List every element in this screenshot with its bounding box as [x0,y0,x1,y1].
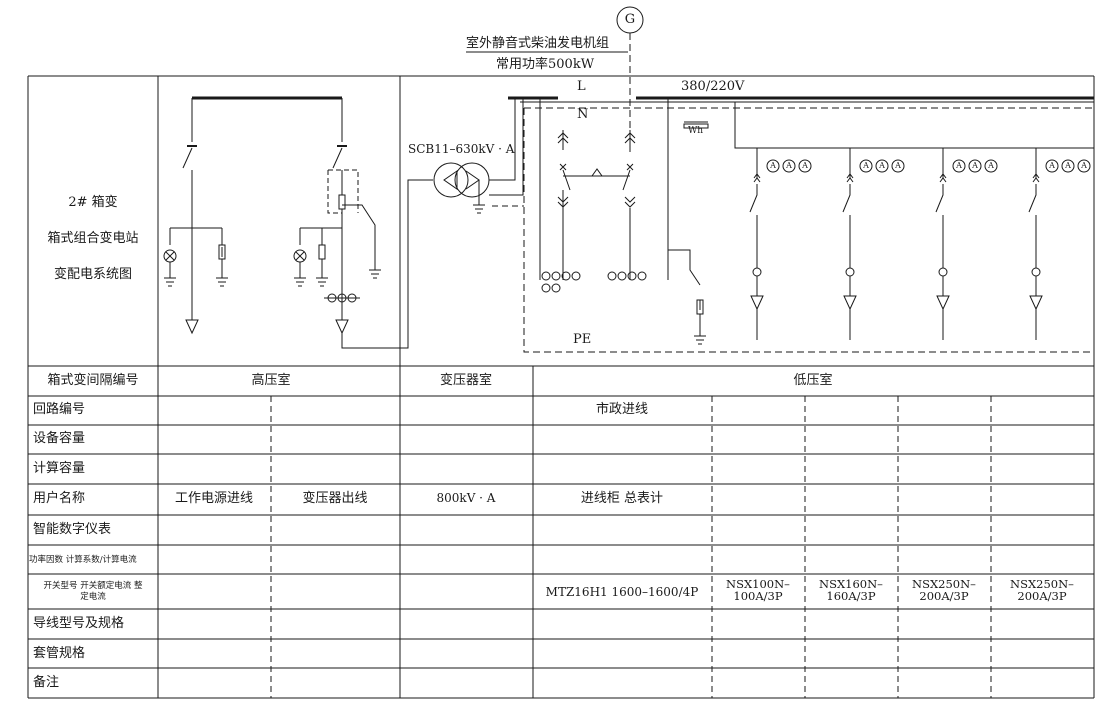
transformer [433,98,524,214]
row-label-remark: 备注 [33,675,60,690]
ammeter-icon: A [1065,161,1071,170]
row-label-meter: 智能数字仪表 [33,522,112,537]
row-label-calc-capacity: 计算容量 [33,461,86,476]
hv-room [163,96,433,349]
station-title-line: 箱式组合变电站 [47,231,139,246]
ammeter-icon: A [972,161,978,170]
switch-out-3: NSX250N– 200A/3P [912,577,976,603]
room-transformer: 变压器室 [439,373,493,388]
ammeter-icon: A [786,161,792,170]
row-label-power-factor: 功率因数 计算系数/计算电流 [29,555,137,565]
station-title-line: 2# 箱变 [68,195,118,210]
row-label-user: 用户名称 [33,491,86,506]
generator-power: 常用功率500kW [496,57,595,72]
row-label-capacity: 设备容量 [33,431,86,446]
table-frame [27,75,1095,699]
table-dashed-dividers [270,396,992,698]
ammeter-icon: A [1049,161,1055,170]
ammeter-icon: A [770,161,776,170]
room-header-label: 箱式变间隔编号 [47,373,139,388]
switch-out-2: NSX160N– 160A/3P [819,577,883,603]
generator-title: 室外静音式柴油发电机组 [466,36,610,51]
ammeter-icon: A [802,161,808,170]
incoming-panel [541,130,706,345]
ammeter-icon: A [863,161,869,170]
ammeter-icon: A [956,161,962,170]
room-hv: 高压室 [251,373,291,388]
ammeter-icon: A [988,161,994,170]
switch-lv-in: MTZ16H1 1600–1600/4P [545,585,699,599]
switch-out-4: NSX250N– 200A/3P [1010,577,1074,603]
ammeter-icon: A [895,161,901,170]
row-label-switch: 开关型号 开关额定电流 整定电流 [43,581,143,602]
circuit-lv-incoming: 市政进线 [595,402,649,417]
row-label-conduit: 套管规格 [33,646,86,661]
station-title-line: 变配电系统图 [53,267,133,282]
outgoing-feeders [734,102,1094,340]
user-hv-out: 变压器出线 [302,491,368,506]
pe-label: PE [573,332,592,347]
user-hv-in: 工作电源进线 [174,491,254,506]
busbar-phase-label: L [577,79,586,94]
user-lv-in: 进线柜 总表计 [580,491,664,506]
switch-out-1: NSX100N– 100A/3P [726,577,790,603]
transformer-label: SCB11–630kV · A [408,142,515,156]
busbar-neutral-label: N [577,107,589,122]
energy-meter-label: Wh [688,126,704,136]
ammeter-icon: A [1081,161,1087,170]
user-transformer: 800kV · A [436,491,496,505]
generator-symbol-label: G [624,12,636,27]
ammeter-icon: A [879,161,885,170]
row-label-circuit: 回路编号 [33,402,86,417]
busbar-voltage: 380/220V [681,79,745,94]
room-lv: 低压室 [793,373,833,388]
row-label-wire: 导线型号及规格 [33,616,125,631]
lv-busbars [508,96,1094,353]
